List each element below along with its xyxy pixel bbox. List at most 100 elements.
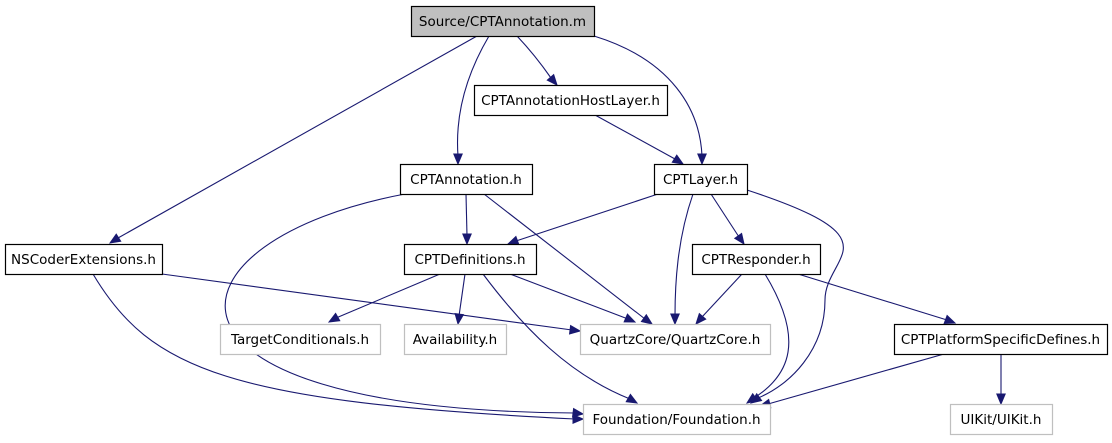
edge-line (515, 193, 659, 242)
edge-line (117, 35, 478, 239)
node-availability: Availability.h (403, 323, 508, 356)
arrowhead-icon (670, 313, 680, 326)
arrowhead-icon (108, 233, 122, 244)
node-label: TargetConditionals.h (230, 332, 369, 348)
node-layer[interactable]: CPTLayer.h (653, 163, 749, 196)
edge-nscoder-to-quartzcore (161, 273, 582, 335)
edge-line (746, 189, 844, 399)
node-nscoder[interactable]: NSCoderExtensions.h (4, 243, 164, 276)
node-platform[interactable]: CPTPlatformSpecificDefines.h (893, 323, 1109, 356)
edge-line (456, 35, 490, 157)
arrowhead-icon (733, 232, 745, 246)
edge-nscoder-to-foundation (92, 273, 585, 424)
edge-responder-to-quartzcore (695, 273, 743, 325)
edges-layer (92, 35, 1006, 424)
edge-line (753, 273, 790, 399)
node-box (399, 163, 534, 196)
edge-annotation-to-definitions (462, 193, 472, 246)
edge-line (516, 35, 552, 79)
arrowhead-icon (745, 392, 759, 404)
edge-line (509, 273, 629, 320)
node-box (473, 84, 669, 117)
node-box (949, 403, 1054, 436)
node-box (403, 243, 538, 276)
node-box (219, 323, 382, 356)
edge-line (482, 273, 631, 400)
node-label: Foundation/Foundation.h (592, 412, 760, 428)
node-box (403, 323, 508, 356)
arrowhead-icon (996, 393, 1006, 406)
edge-line (335, 273, 441, 319)
edge-platform-to-uikit (996, 354, 1006, 406)
node-label: Source/CPTAnnotation.m (419, 14, 586, 30)
arrowhead-icon (625, 393, 639, 404)
edge-layer-to-responder (710, 193, 745, 246)
edge-line (593, 35, 703, 157)
edge-line (465, 193, 468, 237)
node-box (691, 243, 822, 276)
node-label: CPTResponder.h (701, 252, 810, 268)
arrowhead-icon (571, 407, 585, 418)
edge-root-to-hostlayer (516, 35, 558, 86)
node-label: QuartzCore/QuartzCore.h (590, 332, 761, 348)
edge-line (161, 273, 573, 331)
edge-line (483, 193, 646, 320)
edge-line (797, 273, 948, 321)
edge-line (594, 114, 676, 160)
arrowhead-icon (453, 153, 463, 166)
node-label: NSCoderExtensions.h (11, 252, 156, 268)
node-root[interactable]: Source/CPTAnnotation.m (410, 5, 596, 38)
node-definitions[interactable]: CPTDefinitions.h (403, 243, 538, 276)
edge-definitions-to-foundation (482, 273, 639, 404)
edge-line (674, 193, 694, 317)
edge-layer-to-definitions (506, 193, 659, 245)
arrowhead-icon (506, 235, 520, 245)
edge-responder-to-foundation (745, 273, 790, 404)
node-responder[interactable]: CPTResponder.h (691, 243, 822, 276)
node-uikit: UIKit/UIKit.h (949, 403, 1054, 436)
edge-layer-to-foundation (746, 189, 844, 404)
node-label: Availability.h (413, 332, 498, 348)
edge-hostlayer-to-layer (594, 114, 685, 165)
arrowhead-icon (695, 312, 707, 325)
edge-root-to-nscoder (108, 35, 478, 244)
edge-definitions-to-quartzcore (509, 273, 637, 323)
node-annotation[interactable]: CPTAnnotation.h (399, 163, 534, 196)
arrowhead-icon (623, 313, 637, 323)
node-box (582, 403, 772, 436)
edge-line (767, 353, 945, 405)
node-label: CPTAnnotationHostLayer.h (481, 93, 660, 109)
arrowhead-icon (697, 153, 707, 166)
node-label: CPTLayer.h (663, 172, 738, 188)
node-targetcond: TargetConditionals.h (219, 323, 382, 356)
arrowhead-icon (327, 312, 341, 323)
edge-line (701, 273, 743, 318)
node-box (4, 243, 164, 276)
edge-line (224, 193, 576, 414)
node-label: CPTPlatformSpecificDefines.h (901, 332, 1100, 348)
edge-responder-to-platform (797, 273, 957, 324)
edge-annotation-to-foundation (224, 193, 585, 418)
arrowhead-icon (943, 314, 957, 324)
edge-platform-to-foundation (758, 353, 945, 409)
edge-line (92, 273, 576, 420)
node-foundation: Foundation/Foundation.h (582, 403, 772, 436)
arrowhead-icon (640, 313, 654, 325)
edge-line (710, 193, 740, 238)
nodes-layer: Source/CPTAnnotation.mCPTAnnotationHostL… (4, 5, 1109, 436)
node-hostlayer[interactable]: CPTAnnotationHostLayer.h (473, 84, 669, 117)
edge-definitions-to-targetcond (327, 273, 441, 323)
arrowhead-icon (454, 312, 465, 326)
node-box (893, 323, 1109, 356)
arrowhead-icon (546, 73, 558, 86)
node-quartzcore: QuartzCore/QuartzCore.h (579, 323, 772, 356)
edge-root-to-annotation (453, 35, 490, 166)
arrowhead-icon (671, 154, 685, 165)
edge-root-to-layer (593, 35, 707, 166)
node-label: UIKit/UIKit.h (961, 412, 1042, 428)
arrowhead-icon (572, 414, 585, 424)
edge-layer-to-quartzcore (670, 193, 694, 326)
node-box (653, 163, 749, 196)
arrowhead-icon (462, 233, 472, 246)
